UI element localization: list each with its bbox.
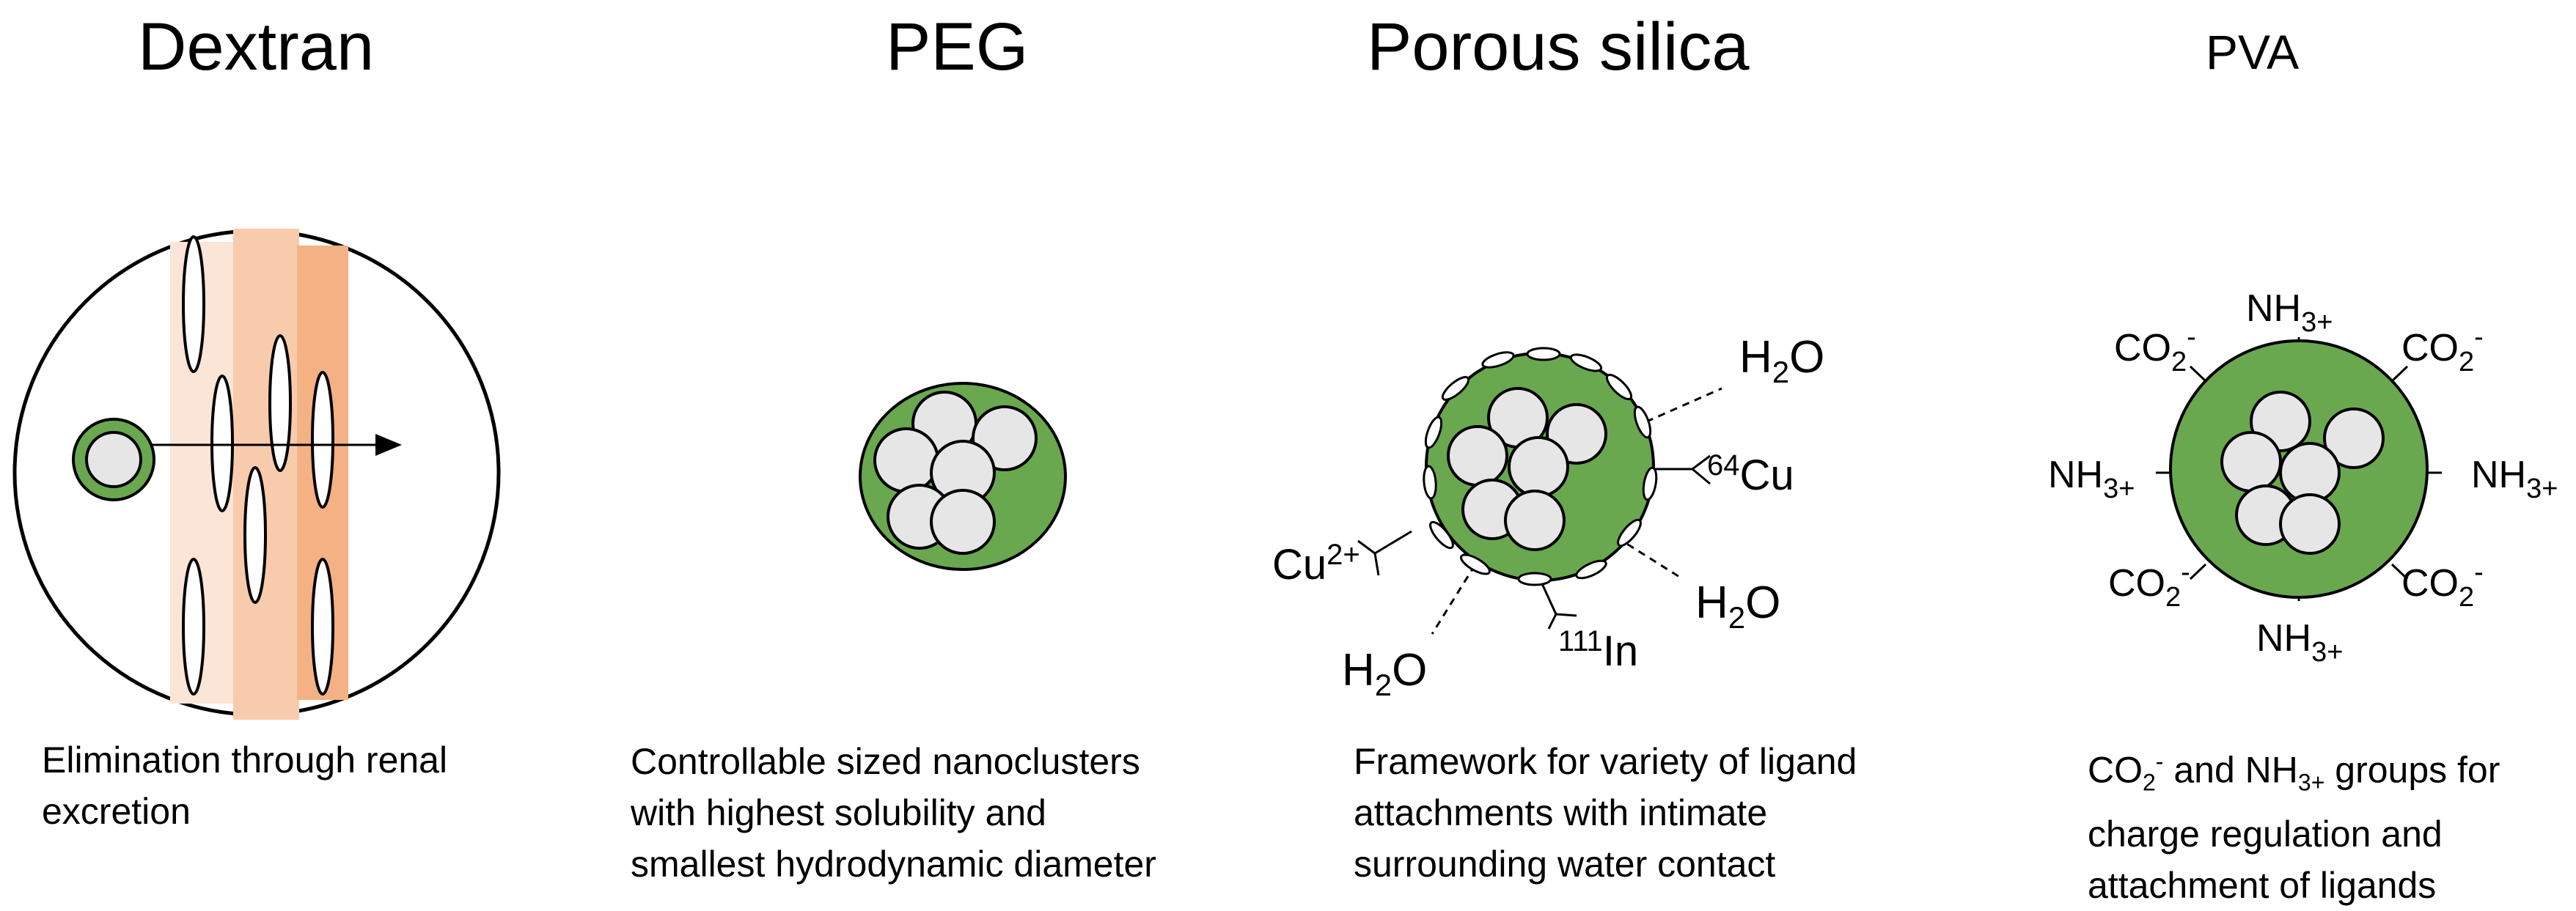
label-copper-64: 64Cu bbox=[1707, 449, 1794, 499]
pva-label-nh3-right: NH3+ bbox=[2471, 454, 2558, 504]
pva-illustration: NH3+ NH3+ NH3+ NH3+ CO2- CO2- CO2- CO2- bbox=[2048, 287, 2558, 668]
label-water-right: H2O bbox=[1695, 578, 1780, 635]
caption-dextran-line-1: Elimination through renal bbox=[42, 740, 448, 781]
pva-core-cluster bbox=[2220, 391, 2385, 555]
pva-label-nh3-left: NH3+ bbox=[2048, 454, 2135, 504]
dextran-illustration bbox=[12, 229, 501, 720]
diagram-canvas: H2O 64Cu H2O Cu2+ H2O 111In NH3+ N bbox=[12, 229, 2558, 720]
caption-peg: Controllable sized nanoclusters with hig… bbox=[631, 736, 1156, 890]
caption-dextran-line-2: excretion bbox=[42, 791, 191, 832]
pva-label-co2-bottom-right: CO2- bbox=[2401, 557, 2484, 613]
panel-title-peg: PEG bbox=[886, 10, 1029, 84]
caption-peg-line-1: Controllable sized nanoclusters bbox=[631, 741, 1140, 782]
porous-silica-illustration: H2O 64Cu H2O Cu2+ H2O 111In bbox=[1272, 332, 1824, 702]
pva-label-co2-bottom-left: CO2- bbox=[2108, 557, 2190, 613]
panel-title-porous-silica: Porous silica bbox=[1367, 10, 1750, 84]
pva-label-co2-top-right: CO2- bbox=[2401, 322, 2484, 377]
caption-peg-line-3: smallest hydrodynamic diameter bbox=[631, 844, 1156, 885]
pva-label-co2-top-left: CO2- bbox=[2114, 322, 2196, 377]
label-water-bottom: H2O bbox=[1342, 645, 1427, 702]
peg-core-cluster bbox=[873, 391, 1038, 555]
panel-title-pva: PVA bbox=[2206, 25, 2300, 79]
caption-porous-silica-line-1: Framework for variety of ligand bbox=[1354, 741, 1857, 782]
pva-label-nh3-bottom: NH3+ bbox=[2256, 617, 2343, 668]
porous-silica-core-cluster bbox=[1447, 387, 1607, 551]
panel-title-dextran: Dextran bbox=[138, 10, 375, 84]
label-water-top: H2O bbox=[1739, 332, 1824, 389]
caption-peg-line-2: with highest solubility and bbox=[631, 792, 1046, 833]
caption-pva-line-2: charge regulation and bbox=[2088, 813, 2443, 855]
caption-porous-silica-line-2: attachments with intimate bbox=[1354, 792, 1768, 833]
caption-pva-line-1: CO2- and NH3+ groups for bbox=[2088, 748, 2500, 796]
pva-label-nh3-top: NH3+ bbox=[2246, 287, 2333, 338]
porous-silica-pores bbox=[1423, 347, 1658, 586]
dextran-pores bbox=[182, 235, 334, 696]
caption-porous-silica: Framework for variety of ligand attachme… bbox=[1354, 736, 1857, 890]
caption-porous-silica-line-3: surrounding water contact bbox=[1354, 844, 1776, 885]
caption-pva: CO2- and NH3+ groups for charge regulati… bbox=[2088, 736, 2500, 911]
label-copper-2plus: Cu2+ bbox=[1272, 539, 1360, 589]
dextran-band-mid bbox=[233, 229, 299, 720]
caption-pva-line-3: attachment of ligands bbox=[2088, 864, 2437, 906]
caption-dextran: Elimination through renal excretion bbox=[42, 734, 447, 837]
peg-illustration bbox=[859, 382, 1067, 571]
dextran-particle-core bbox=[85, 431, 142, 488]
label-indium-111: 111In bbox=[1558, 625, 1638, 675]
